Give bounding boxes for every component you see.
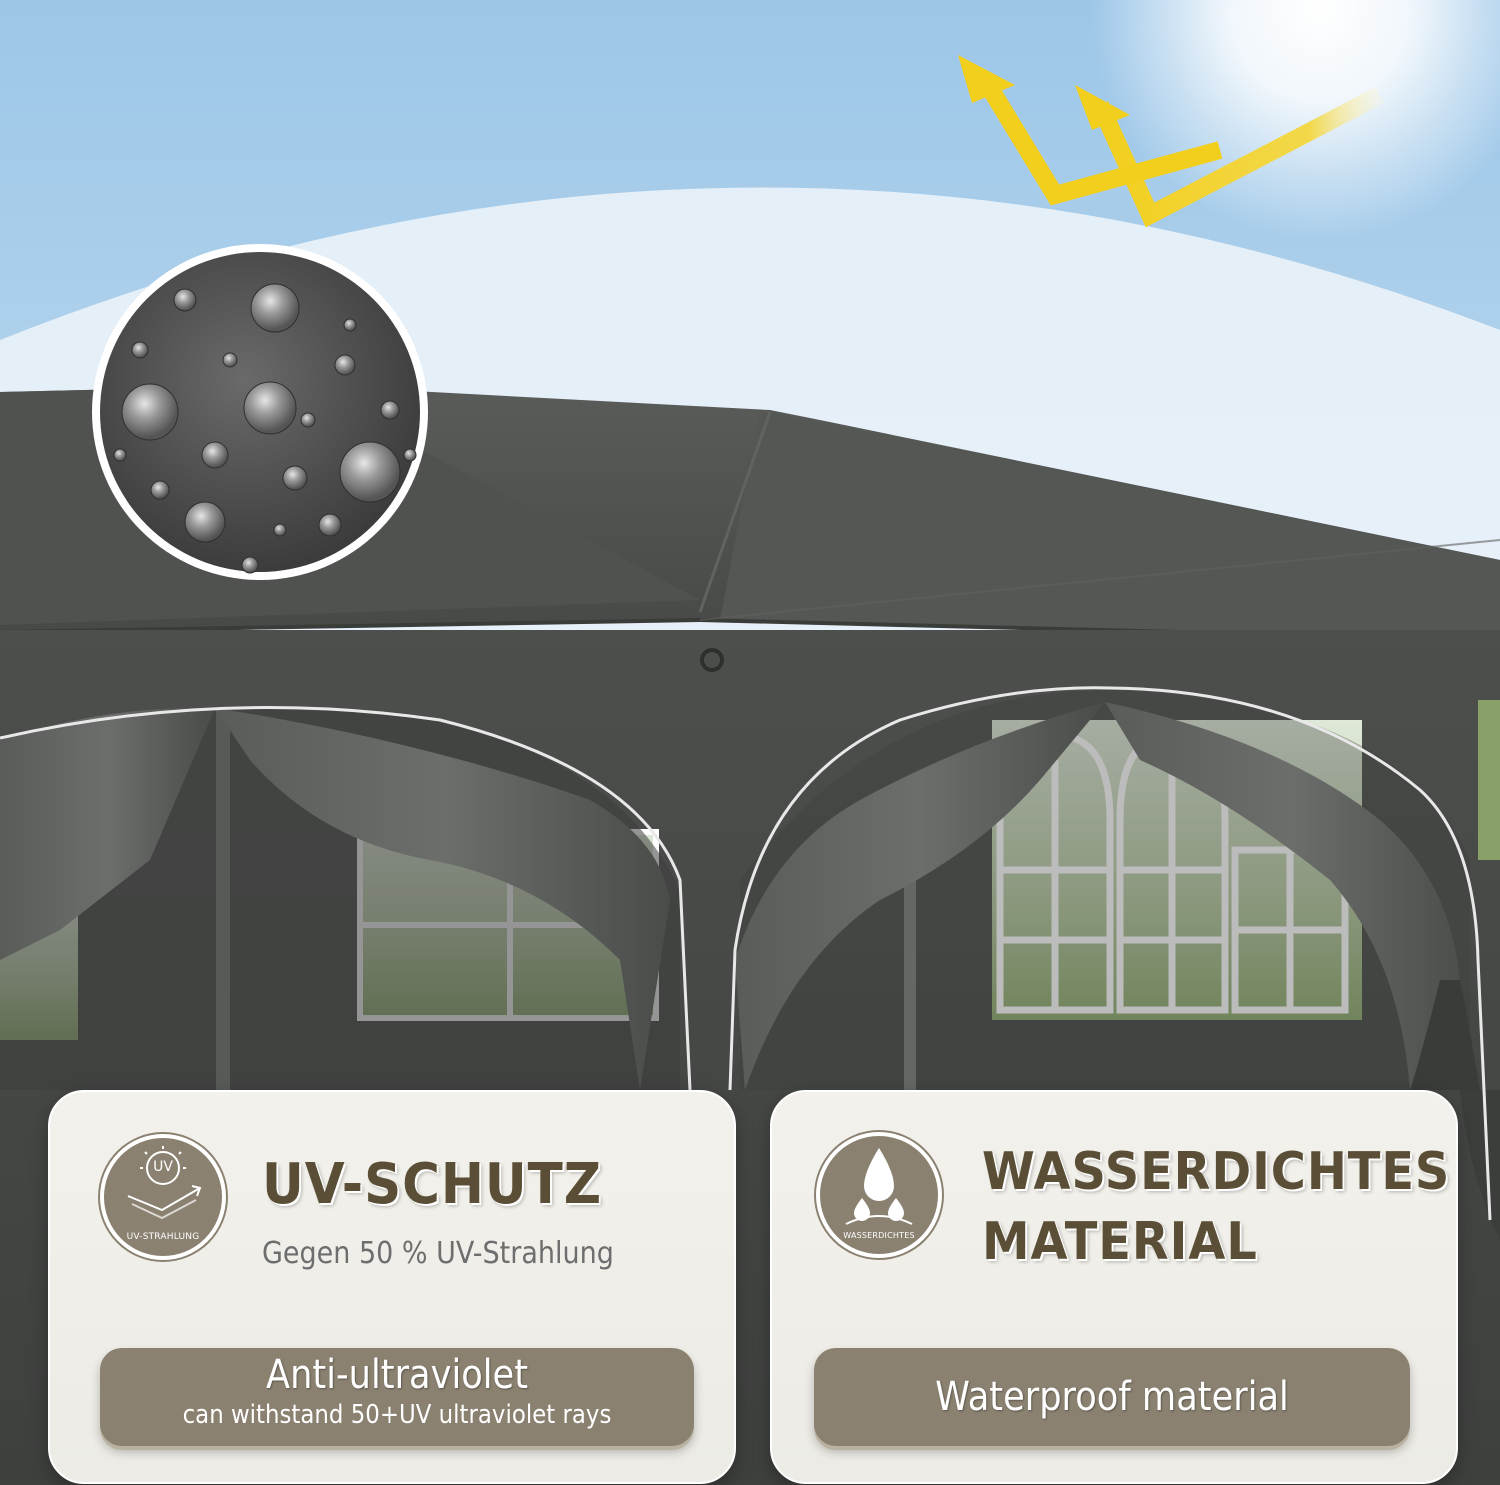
roof-hook [700, 648, 724, 672]
uv-badge-caption: UV-STRAHLUNG [126, 1232, 200, 1242]
pill-sub-text: can withstand 50+UV ultraviolet rays [182, 1400, 612, 1430]
waterproof-fabric-swatch [92, 244, 428, 580]
water-drop-icon [845, 1148, 913, 1225]
waterproof-material-label: Waterproof material [814, 1348, 1410, 1446]
pill-main-text: Anti-ultraviolet [266, 1352, 528, 1398]
uv-badge-abbrev: UV [153, 1159, 173, 1175]
uv-protection-card: UV UV-STRAHLUNG UV-SCHUTZ Gegen 50 % UV-… [48, 1090, 736, 1484]
waterproof-badge: WASSERDICHTES [816, 1132, 942, 1258]
uv-radiation-badge: UV UV-STRAHLUNG [100, 1134, 226, 1260]
waterproof-title-line2: MATERIAL [982, 1212, 1258, 1272]
pill-main-text: Waterproof material [935, 1374, 1289, 1420]
anti-ultraviolet-label: Anti-ultraviolet can withstand 50+UV ult… [100, 1348, 694, 1446]
waterproof-title-line1: WASSERDICHTES [982, 1142, 1451, 1202]
uv-card-title: UV-SCHUTZ [262, 1152, 602, 1217]
waterproof-material-card: WASSERDICHTES WASSERDICHTES MATERIAL Wat… [770, 1090, 1458, 1484]
right-door-curtains [728, 686, 1500, 1240]
tent-pole-right [904, 860, 916, 1090]
left-door-curtains [0, 706, 692, 1091]
sun-uv-icon [127, 1146, 202, 1220]
uv-card-subtitle: Gegen 50 % UV-Strahlung [262, 1236, 614, 1271]
uv-ray-arrows [958, 55, 1385, 228]
waterproof-badge-caption: WASSERDICHTES [843, 1231, 915, 1240]
sun [1090, 0, 1500, 240]
tree-glimpse [1478, 700, 1500, 860]
